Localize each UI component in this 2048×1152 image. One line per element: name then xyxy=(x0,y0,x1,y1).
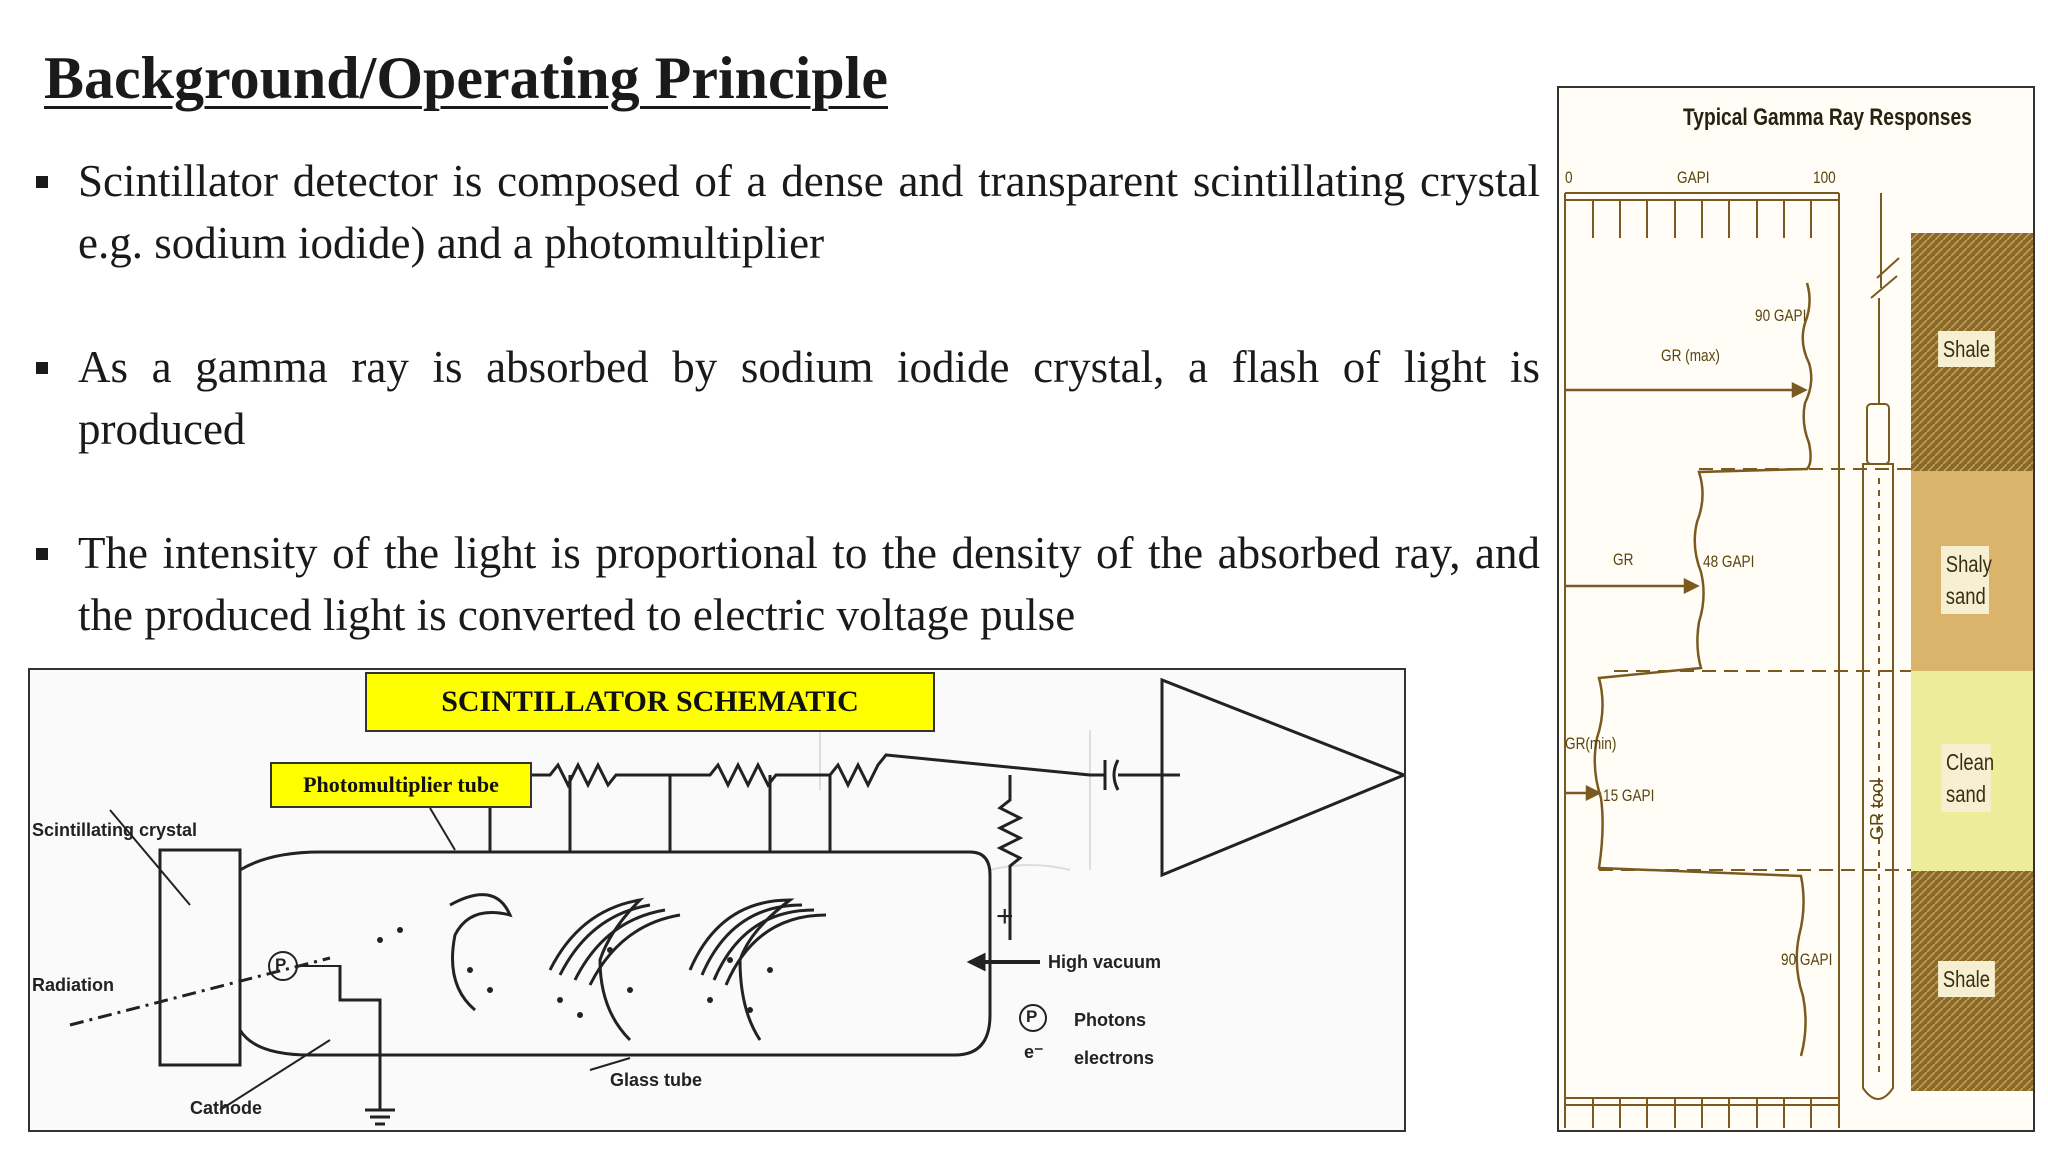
scale-unit: GAPI xyxy=(1677,168,1710,187)
scintillator-schematic: SCINTILLATOR SCHEMATIC Photomultiplier t… xyxy=(28,668,1406,1132)
cathode-label: Cathode xyxy=(190,1098,262,1118)
gapi-90-top-label: 90 GAPI xyxy=(1755,306,1807,325)
gamma-ray-log: Typical Gamma Ray Responses 0 GAPI 100 9… xyxy=(1557,86,2035,1132)
photomultiplier-label: Photomultiplier tube xyxy=(270,762,532,808)
gapi-15-label: 15 GAPI xyxy=(1603,786,1655,805)
gr-tool-label: GR tool xyxy=(1867,778,1887,840)
photon-symbol: P xyxy=(1026,1007,1038,1026)
glass-tube-shape xyxy=(238,850,992,1057)
zone-label: Shale xyxy=(1938,331,1995,367)
crystal-label: Scintillating crystal xyxy=(32,820,198,840)
photons-label: Photons xyxy=(1074,1010,1146,1030)
log-title: Typical Gamma Ray Responses xyxy=(1683,104,1972,131)
scale-max: 100 xyxy=(1813,168,1836,187)
plus-sign: + xyxy=(996,900,1014,933)
bullet-item: Scintillator detector is composed of a d… xyxy=(30,150,1540,274)
zone-label: Clean sand xyxy=(1941,744,1994,812)
photon-symbol: P xyxy=(275,955,287,974)
bullet-item: The intensity of the light is proportion… xyxy=(30,522,1540,646)
radiation-label: Radiation xyxy=(32,975,115,995)
schematic-drawing xyxy=(69,677,1404,1126)
high-vacuum-label: High vacuum xyxy=(1048,952,1162,972)
schematic-title: SCINTILLATOR SCHEMATIC xyxy=(365,672,935,732)
gr-curve xyxy=(1593,282,1813,1057)
gapi-90-bottom-label: 90 GAPI xyxy=(1781,950,1833,969)
slide-title: Background/Operating Principle xyxy=(44,45,888,111)
crystal-shape xyxy=(158,848,242,1067)
zone-label: Shale xyxy=(1938,961,1995,997)
electron-symbol: e⁻ xyxy=(1024,1042,1044,1062)
gr-min-label: GR(min) xyxy=(1565,734,1617,753)
gr-label: GR xyxy=(1613,550,1634,569)
electrons-label: electrons xyxy=(1074,1048,1155,1068)
bullet-list: Scintillator detector is composed of a d… xyxy=(30,150,1540,708)
gapi-48-label: 48 GAPI xyxy=(1703,552,1755,571)
zone-label: Shaly sand xyxy=(1941,546,1992,614)
glass-tube-label: Glass tube xyxy=(610,1070,703,1090)
scale-min: 0 xyxy=(1565,168,1573,187)
log-drawing xyxy=(1564,192,2033,1128)
gr-max-label: GR (max) xyxy=(1661,346,1720,365)
bullet-item: As a gamma ray is absorbed by sodium iod… xyxy=(30,336,1540,460)
